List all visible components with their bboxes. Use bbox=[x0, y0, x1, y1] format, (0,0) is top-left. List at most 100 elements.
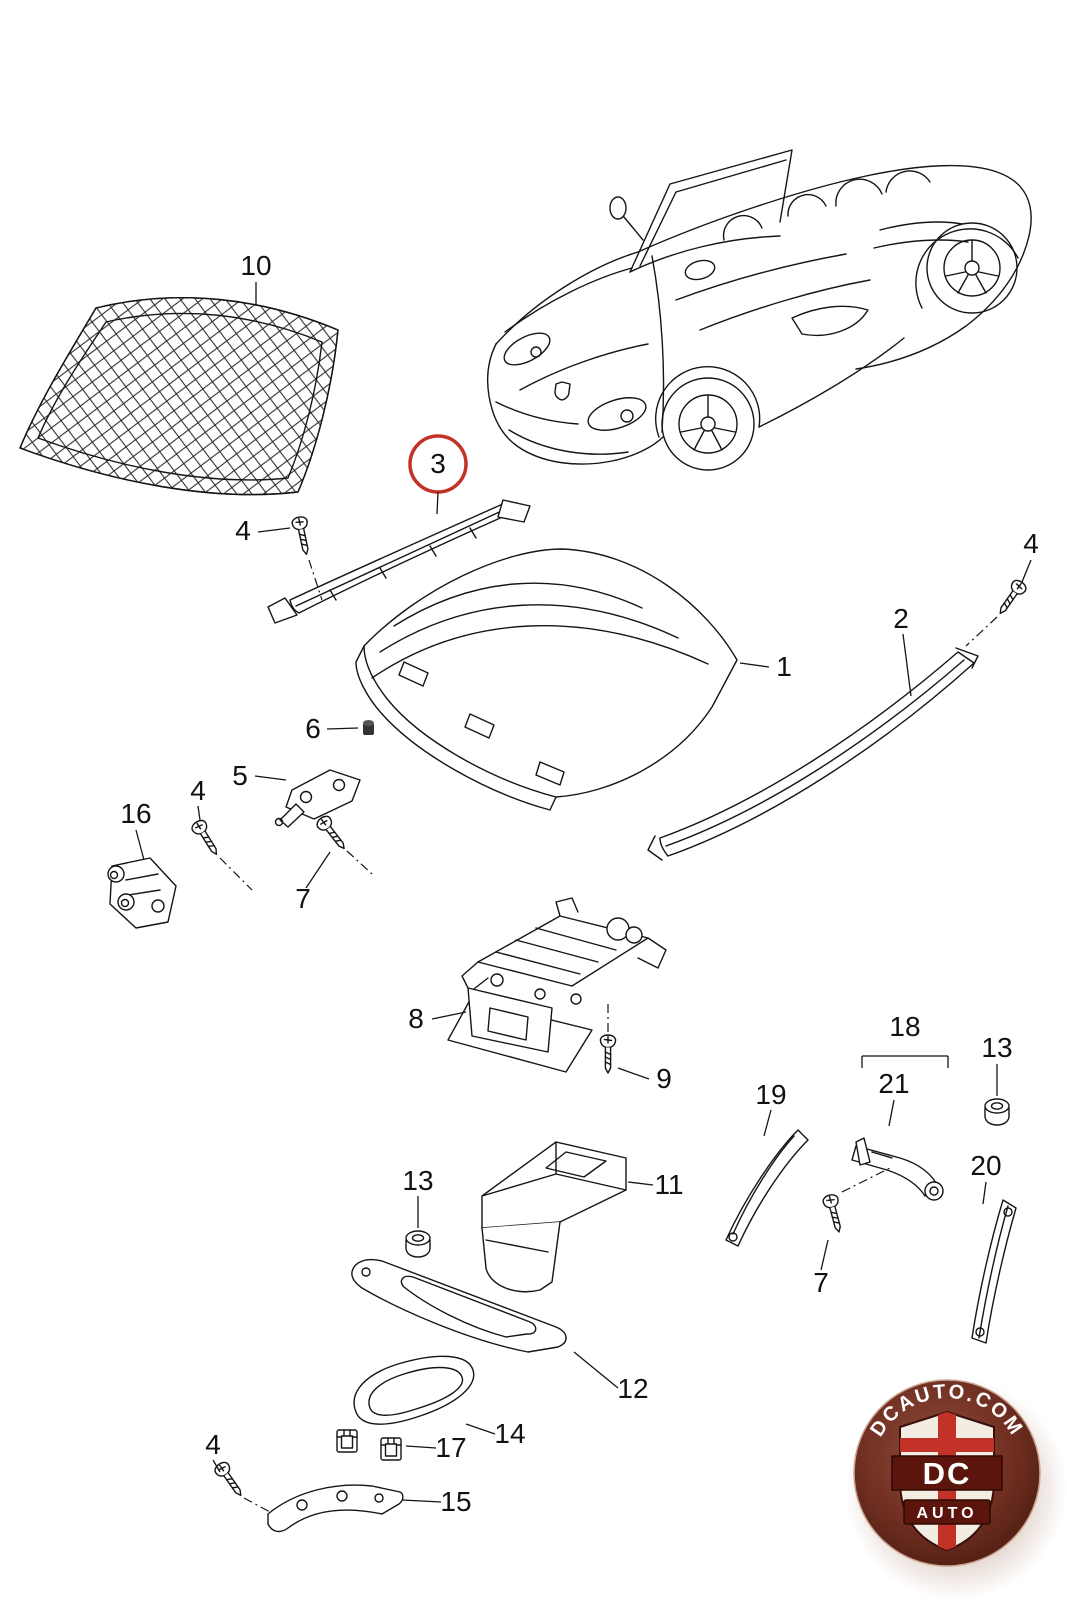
shield-band-auto bbox=[903, 1499, 991, 1525]
callout-label: 15 bbox=[440, 1486, 471, 1517]
shield-band-dc bbox=[891, 1455, 1003, 1491]
part-seal-frame-14 bbox=[353, 1355, 475, 1425]
callout-13-left: 13 bbox=[402, 1165, 434, 1228]
callout-12: 12 bbox=[573, 1351, 649, 1404]
logo-dc-text: DC bbox=[923, 1456, 972, 1491]
callout-7-left: 7 bbox=[295, 851, 331, 914]
leader-line bbox=[739, 662, 770, 668]
screw-4-bottom bbox=[212, 1459, 248, 1501]
clip-17-b bbox=[380, 1437, 402, 1461]
leader-line bbox=[405, 1445, 437, 1449]
callout-4-top-right: 4 bbox=[1021, 528, 1039, 583]
screw-4-mid-left bbox=[189, 817, 224, 859]
callout-10: 10 bbox=[240, 250, 272, 306]
dcauto-logo: DCAUTO.COM DC AUTO bbox=[845, 1378, 1067, 1600]
callout-label: 10 bbox=[240, 250, 271, 281]
part-corner-bracket-16 bbox=[107, 857, 177, 929]
leader-line bbox=[254, 775, 287, 781]
part-latch-striker-21 bbox=[851, 1137, 944, 1201]
callout-label: 7 bbox=[295, 883, 311, 914]
callout-label: 1 bbox=[776, 651, 792, 682]
callout-label: 20 bbox=[970, 1150, 1001, 1181]
leader-line bbox=[617, 1067, 650, 1080]
leader-line bbox=[1021, 559, 1032, 583]
leader-line bbox=[197, 805, 201, 821]
callout-label: 2 bbox=[893, 603, 909, 634]
callout-8: 8 bbox=[408, 1003, 467, 1034]
callout-14: 14 bbox=[465, 1418, 526, 1449]
part-guide-strip-19 bbox=[725, 1129, 809, 1247]
alignment-lines bbox=[219, 559, 998, 1513]
callout-4-mid-left: 4 bbox=[190, 775, 206, 821]
part-roof-panel-1 bbox=[355, 548, 738, 811]
leader-line bbox=[436, 491, 439, 515]
callout-6: 6 bbox=[305, 713, 359, 744]
callout-label: 13 bbox=[981, 1032, 1012, 1063]
callout-label: 21 bbox=[878, 1068, 909, 1099]
callout-label: 18 bbox=[889, 1011, 920, 1042]
logo-shield: DC AUTO bbox=[891, 1410, 1003, 1552]
leader-line bbox=[305, 851, 331, 889]
screw-4-top-left bbox=[290, 514, 315, 557]
callout-3-highlighted: 3 bbox=[408, 434, 468, 515]
callout-4-bottom: 4 bbox=[205, 1429, 221, 1473]
group-bracket bbox=[861, 1055, 949, 1068]
callout-label: 14 bbox=[494, 1418, 525, 1449]
callout-11: 11 bbox=[627, 1169, 684, 1200]
part-mount-strip-15 bbox=[267, 1484, 404, 1533]
callout-4-top-left: 4 bbox=[235, 515, 291, 546]
callout-label: 13 bbox=[402, 1165, 433, 1196]
callout-label: 11 bbox=[654, 1169, 683, 1200]
leader-line bbox=[212, 1459, 221, 1473]
leader-line bbox=[763, 1109, 772, 1137]
part-hinge-bracket-5 bbox=[274, 769, 361, 828]
part-guide-strip-20 bbox=[971, 1199, 1017, 1344]
callout-label: 12 bbox=[617, 1373, 648, 1404]
callout-7-bottom-right: 7 bbox=[813, 1239, 829, 1298]
leader-line bbox=[627, 1181, 654, 1186]
leader-line bbox=[431, 1011, 467, 1020]
callout-label: 3 bbox=[430, 448, 446, 479]
callout-label: 4 bbox=[205, 1429, 221, 1460]
grommet-13-left bbox=[405, 1230, 431, 1258]
screw-7-left bbox=[314, 813, 351, 854]
part-front-rail-3 bbox=[267, 499, 531, 624]
callout-label: 7 bbox=[813, 1267, 829, 1298]
leader-line bbox=[326, 727, 359, 730]
leader-line bbox=[573, 1351, 619, 1389]
leader-line bbox=[135, 829, 145, 861]
callout-18-group: 18 bbox=[861, 1011, 949, 1068]
callout-label: 9 bbox=[656, 1063, 672, 1094]
leader-line bbox=[257, 527, 291, 533]
grommet-13-right bbox=[984, 1098, 1010, 1126]
part-cap-6 bbox=[363, 720, 374, 735]
callout-label: 4 bbox=[190, 775, 206, 806]
callout-label: 5 bbox=[232, 760, 248, 791]
leader-line bbox=[465, 1423, 496, 1435]
leader-line bbox=[888, 1099, 895, 1127]
leader-line bbox=[820, 1239, 829, 1271]
clip-17-a bbox=[336, 1429, 358, 1453]
part-side-rail-2 bbox=[647, 647, 979, 861]
leader-line bbox=[902, 633, 912, 697]
screw-4-top-right bbox=[993, 577, 1029, 619]
part-trim-strip-12 bbox=[351, 1258, 567, 1353]
screw-9 bbox=[599, 1034, 617, 1074]
callout-9: 9 bbox=[617, 1063, 672, 1094]
part-mesh-panel-10 bbox=[19, 297, 339, 496]
car-illustration bbox=[487, 149, 1032, 471]
leader-line bbox=[982, 1181, 987, 1205]
callout-label: 19 bbox=[755, 1079, 786, 1110]
callout-label: 8 bbox=[408, 1003, 424, 1034]
callout-17: 17 bbox=[405, 1432, 467, 1463]
callout-label: 4 bbox=[1023, 528, 1039, 559]
callouts: 10 3 4 4 2 1 6 5 bbox=[120, 250, 1038, 1517]
callout-20: 20 bbox=[970, 1150, 1002, 1205]
callout-label: 17 bbox=[435, 1432, 466, 1463]
screw-7-bottom-right bbox=[821, 1192, 847, 1235]
callout-19: 19 bbox=[755, 1079, 787, 1137]
callout-1: 1 bbox=[739, 651, 792, 682]
part-bracket-housing-11 bbox=[481, 1141, 627, 1293]
